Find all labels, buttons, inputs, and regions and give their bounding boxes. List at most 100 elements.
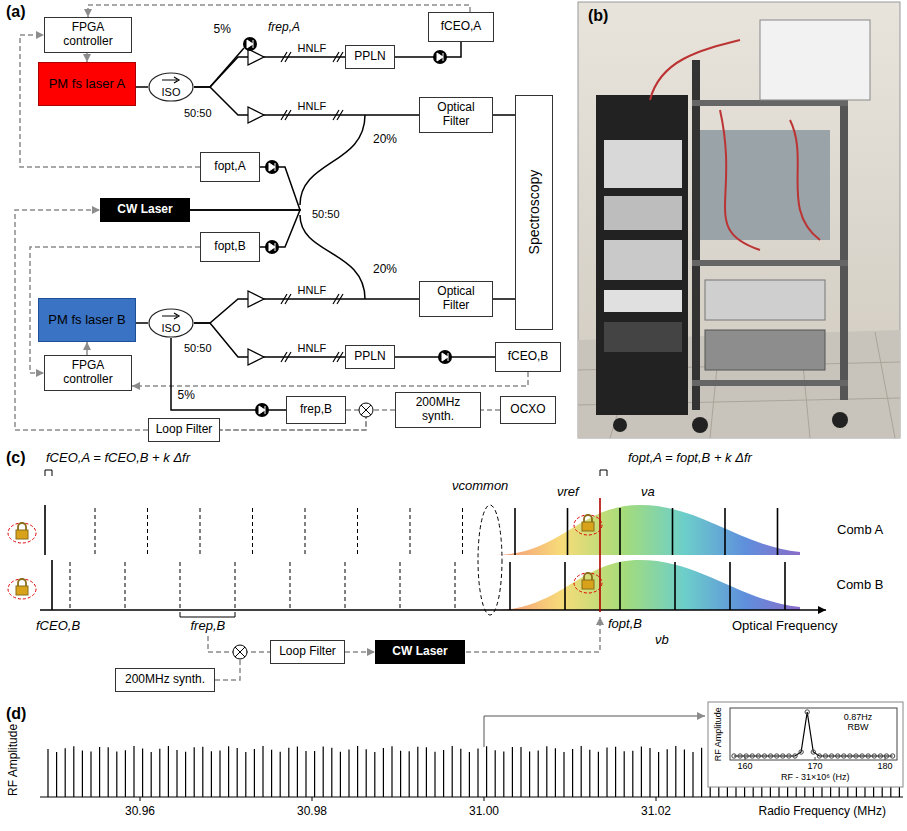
split-ratio: 5% [178, 389, 195, 403]
node-text: fopt,A [214, 160, 245, 174]
setup-photo [692, 260, 848, 266]
inset-plot [823, 754, 827, 758]
setup-photo [650, 40, 820, 250]
frequency-label: νa [641, 485, 655, 500]
control-connector [86, 53, 88, 62]
inset-plot [787, 754, 791, 758]
comb-line [724, 508, 726, 555]
comb-line [95, 508, 778, 555]
comb-line [462, 508, 463, 555]
amplifier-symbol [248, 107, 264, 123]
rf-comb-line [426, 747, 427, 797]
rf-comb-line [641, 746, 642, 797]
mixer-symbol [361, 405, 371, 415]
frequency-axis [45, 505, 52, 610]
split-ratio: 20% [373, 133, 397, 147]
rf-comb-line [245, 752, 246, 797]
comb-line [357, 508, 358, 555]
photodiode-symbol [265, 240, 279, 254]
rf-comb-line [495, 750, 496, 797]
rf-comb-line [452, 746, 453, 797]
lock-icon [574, 573, 602, 593]
synthesizer-box: 200MHz synth. [115, 668, 215, 692]
inset-plot [866, 754, 870, 758]
rf-comb-line [116, 752, 117, 797]
rf-comb-line [563, 752, 564, 797]
photodiode-symbol [438, 350, 452, 364]
rf-comb-line [108, 747, 109, 797]
photodiode-symbol [438, 350, 452, 364]
axis-title: Optical Frequency [732, 619, 838, 634]
inset-plot [781, 754, 785, 758]
control-connector [20, 35, 200, 167]
inset-plot [708, 702, 903, 787]
rf-comb-line [271, 750, 272, 797]
comb-line [674, 562, 676, 610]
rf-comb-line [288, 748, 289, 797]
rf-comb-line [228, 746, 229, 797]
rf-comb-line [151, 752, 152, 797]
setup-photo [604, 290, 682, 312]
comb-line [305, 508, 306, 555]
lock-icon [582, 580, 594, 589]
comb-spectrum [495, 505, 800, 555]
fiber-connector [136, 322, 148, 324]
tick-label: 170 [808, 761, 823, 771]
inset-plot [738, 754, 742, 758]
setup-photo [705, 330, 825, 370]
photodiode-symbol [442, 353, 448, 361]
frequency-axis [478, 505, 502, 615]
node-text: PM fs laser A [49, 77, 126, 92]
cw-laser-box: CW Laser [100, 198, 190, 222]
lock-icon [584, 515, 592, 522]
fiber-connector [194, 87, 419, 115]
setup-photo [760, 20, 870, 100]
crystal-box: PPLN [345, 45, 395, 69]
frequency-axis [40, 609, 826, 611]
rf-axis [484, 716, 705, 747]
equation: fopt,A = fopt,B + k Δfr [628, 451, 752, 466]
setup-photo [692, 380, 848, 386]
inset-plot [860, 754, 864, 758]
control-line [208, 636, 233, 652]
node-text: Loop Filter [279, 645, 336, 659]
rf-comb-line [572, 749, 573, 797]
rf-comb-line [374, 752, 375, 797]
lock-icon [574, 515, 602, 535]
lock-icon [574, 515, 602, 535]
setup-photo [604, 140, 682, 188]
inset-plot [756, 754, 760, 758]
mixer-symbol [233, 645, 247, 659]
lock-icon [8, 523, 36, 543]
panel-label: (a) [6, 3, 26, 21]
rf-comb-line [280, 752, 281, 797]
cw-laser-box: CW Laser [375, 640, 465, 664]
axis-title: Radio Frequency (MHz) [759, 805, 886, 819]
rf-comb-line [237, 748, 238, 797]
node-text: Optical Filter [424, 101, 488, 129]
frequency-axis [180, 612, 235, 617]
rf-comb-line [73, 746, 74, 797]
rf-comb-line [254, 749, 255, 797]
synthesizer-box: 200MHz synth. [395, 392, 481, 428]
axis-title: RF - 31×10⁶ (Hz) [781, 772, 849, 782]
beat-box: fopt,A [200, 152, 260, 182]
frequency-axis [40, 470, 826, 617]
rf-comb-line [142, 749, 143, 797]
rf-axis [140, 797, 656, 801]
isolator: ISO [148, 72, 194, 102]
comb-line [70, 562, 785, 610]
node-text: ISO [162, 86, 181, 99]
node-text: frep,B [300, 403, 332, 417]
control-line [466, 617, 600, 652]
frequency-label: fCEO,B [36, 619, 80, 634]
amplifier-symbol [248, 49, 264, 365]
setup-photo [613, 418, 627, 432]
spectroscopy-box: Spectroscopy [515, 95, 553, 330]
inset-plot [799, 750, 803, 754]
frequency-label: fopt,B [608, 617, 642, 632]
node-text: ISO [162, 322, 181, 335]
rf-comb-line [434, 752, 435, 797]
isolator-outline [149, 73, 193, 101]
lock-icon [584, 573, 592, 580]
